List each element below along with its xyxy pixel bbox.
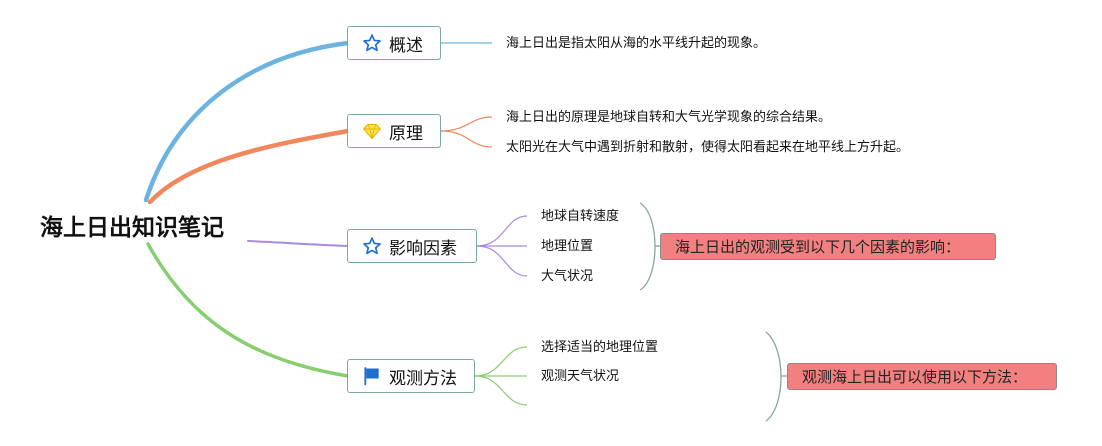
summary-methods[interactable]: 观测海上日出可以使用以下方法： [787, 363, 1057, 390]
summary-factors[interactable]: 海上日出的观测受到以下几个因素的影响： [660, 233, 996, 260]
leaf-line-methods-3 [474, 375, 528, 406]
topic-observation-methods[interactable]: 观测方法 [347, 359, 475, 393]
leaf-line-factors-1 [476, 215, 528, 247]
topic-label: 概述 [389, 35, 423, 56]
leaf-item[interactable]: 海上日出是指太阳从海的水平线升起的现象。 [506, 36, 767, 51]
topic-principle[interactable]: 原理 [347, 114, 441, 148]
branch-line-factors [247, 240, 349, 247]
leaf-item[interactable]: 地理位置 [541, 239, 594, 254]
summary-bracket-methods [765, 331, 782, 422]
leaf-item[interactable]: 地球自转速度 [541, 209, 620, 224]
topic-label: 观测方法 [389, 368, 457, 389]
topic-label: 影响因素 [389, 238, 457, 259]
topic-influencing-factors[interactable]: 影响因素 [347, 229, 477, 263]
flag-icon [362, 366, 382, 386]
star-icon [362, 33, 382, 53]
branch-line-methods [146, 242, 350, 378]
topic-overview[interactable]: 概述 [347, 26, 441, 60]
leaf-item[interactable]: 观测天气状况 [541, 369, 620, 384]
root-topic[interactable]: 海上日出知识笔记 [40, 215, 224, 241]
branch-line-overview [143, 40, 351, 203]
leaf-line-principle-2 [440, 130, 493, 148]
leaf-item[interactable]: 太阳光在大气中遇到折射和散射，使得太阳看起来在地平线上方升起。 [506, 140, 910, 155]
topic-label: 原理 [389, 123, 423, 144]
branch-line-principle [147, 128, 351, 205]
leaf-line-factors-3 [476, 245, 528, 277]
summary-bracket-factors [639, 202, 656, 291]
leaf-item[interactable]: 大气状况 [541, 269, 594, 284]
leaf-line-principle-1 [440, 116, 493, 132]
star-icon [362, 236, 382, 256]
leaf-item[interactable]: 海上日出的原理是地球自转和大气光学现象的综合结果。 [506, 110, 832, 125]
leaf-line-methods-1 [474, 346, 528, 377]
leaf-item[interactable]: 选择适当的地理位置 [541, 340, 659, 355]
diamond-icon [362, 121, 382, 141]
